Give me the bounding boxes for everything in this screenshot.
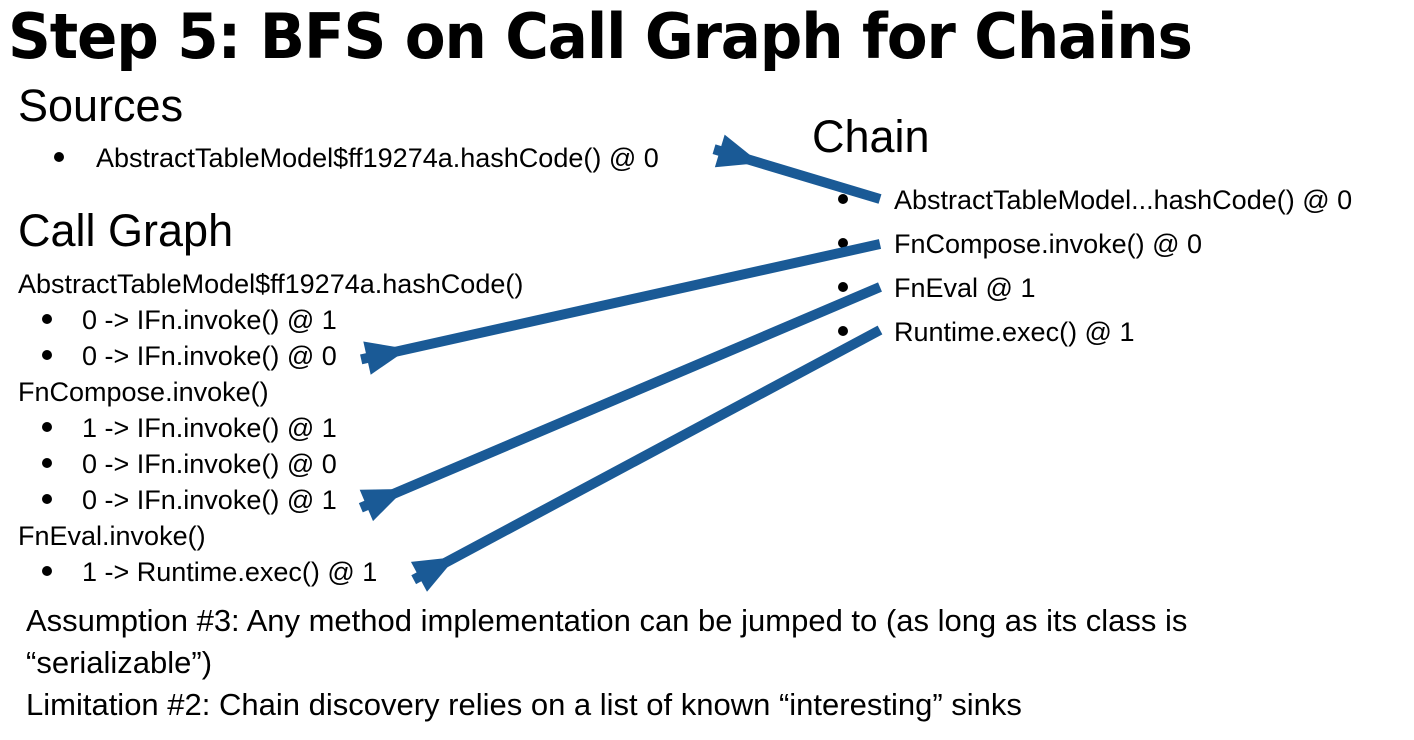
call-graph-edge-label: 0 -> IFn.invoke() @ 0 (82, 341, 337, 371)
sources-item-label: AbstractTableModel$ff19274a.hashCode() @… (96, 143, 659, 173)
chain-heading: Chain (812, 111, 930, 162)
bullet-icon (838, 325, 848, 336)
notes-block: Assumption #3: Any method implementation… (26, 600, 1396, 726)
assumption-note: Assumption #3: Any method implementation… (26, 603, 1188, 680)
call-graph-edge-label: 0 -> IFn.invoke() @ 1 (82, 305, 337, 335)
call-graph-method: AbstractTableModel$ff19274a.hashCode() (18, 269, 524, 299)
bullet-icon (42, 565, 52, 576)
arrow-chain-to-callgraph-exec (410, 325, 883, 592)
list-item: AbstractTableModel...hashCode() @ 0 (838, 184, 1352, 216)
bullet-icon (838, 281, 848, 292)
call-graph-heading: Call Graph (18, 205, 234, 256)
bullet-icon (42, 349, 52, 360)
list-item: Runtime.exec() @ 1 (838, 316, 1134, 348)
list-item: FnCompose.invoke() @ 0 (838, 228, 1202, 260)
call-graph-edge: 1 -> IFn.invoke() @ 1 (18, 412, 337, 444)
sources-heading: Sources (18, 80, 184, 131)
call-graph-method: FnEval.invoke() (18, 521, 206, 551)
call-graph-edge-label: 1 -> IFn.invoke() @ 1 (82, 413, 337, 443)
call-graph-edge: 0 -> IFn.invoke() @ 0 (18, 340, 337, 372)
arrow-chain-to-callgraph-hash (360, 239, 882, 375)
bullet-icon (838, 237, 848, 248)
bullet-icon (54, 151, 64, 162)
call-graph-edge-label: 0 -> IFn.invoke() @ 0 (82, 449, 337, 479)
bullet-icon (838, 193, 848, 204)
arrow-chain-to-callgraph-fneval (358, 282, 882, 522)
bullet-icon (42, 313, 52, 324)
call-graph-edge: 0 -> IFn.invoke() @ 1 (18, 304, 337, 336)
bullet-icon (42, 457, 52, 468)
chain-item-label: FnEval @ 1 (894, 273, 1036, 303)
chain-item-label: FnCompose.invoke() @ 0 (894, 229, 1203, 259)
call-graph-method: FnCompose.invoke() (18, 377, 269, 407)
call-graph-edge-label: 0 -> IFn.invoke() @ 1 (82, 485, 337, 515)
bullet-icon (42, 421, 52, 432)
call-graph-edge-label: 1 -> Runtime.exec() @ 1 (82, 557, 378, 587)
chain-item-label: Runtime.exec() @ 1 (894, 317, 1135, 347)
limitation-note: Limitation #2: Chain discovery relies on… (26, 687, 1022, 722)
bullet-icon (42, 493, 52, 504)
page-title: Step 5: BFS on Call Graph for Chains (8, 0, 1193, 73)
chain-item-label: AbstractTableModel...hashCode() @ 0 (894, 185, 1353, 215)
call-graph-edge: 1 -> Runtime.exec() @ 1 (18, 556, 377, 588)
call-graph-edge: 0 -> IFn.invoke() @ 1 (18, 484, 337, 516)
list-item: AbstractTableModel$ff19274a.hashCode() @… (0, 142, 659, 174)
call-graph-edge: 0 -> IFn.invoke() @ 0 (18, 448, 337, 480)
list-item: FnEval @ 1 (838, 272, 1035, 304)
